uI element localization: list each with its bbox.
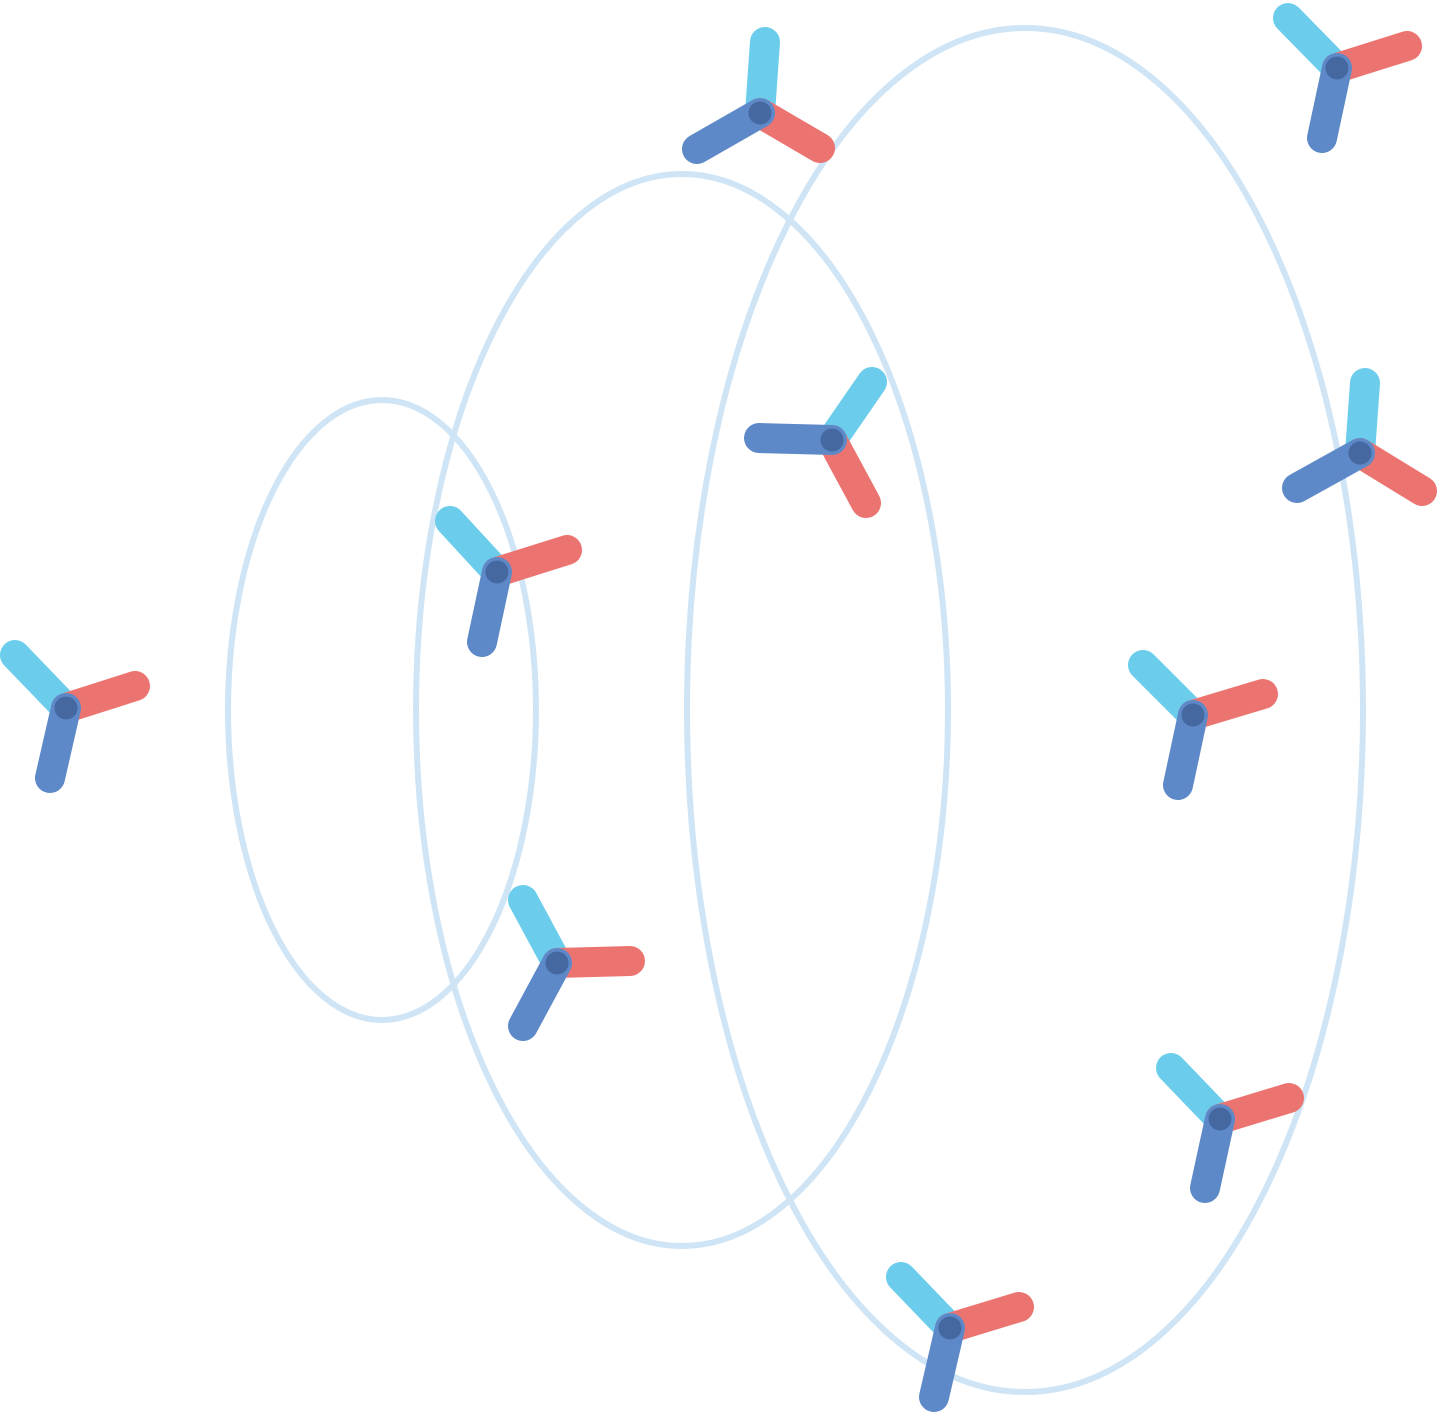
glyph-hub: [1345, 438, 1375, 468]
node-glyph: [682, 27, 835, 164]
glyph-hub: [745, 98, 775, 128]
glyph-hub: [1205, 1104, 1235, 1134]
glyph-hub: [51, 693, 81, 723]
glyph-hub: [1322, 53, 1352, 83]
ring-ellipse-1: [225, 397, 539, 1023]
ring-ellipse-3: [684, 25, 1366, 1395]
glyph-hub: [1178, 700, 1208, 730]
node-glyph: [886, 1262, 1034, 1412]
node-glyph: [1273, 3, 1422, 153]
rings-layer: [225, 25, 1366, 1395]
ring-ellipse-2: [413, 171, 951, 1249]
node-glyph: [1282, 368, 1437, 506]
glyphs-layer: [0, 3, 1437, 1412]
glyph-hub: [935, 1313, 965, 1343]
glyph-hub: [817, 425, 847, 455]
node-glyph: [508, 885, 645, 1041]
node-glyph: [1128, 650, 1278, 800]
node-glyph: [1156, 1053, 1304, 1203]
glyph-hub: [482, 557, 512, 587]
node-glyph: [744, 367, 887, 518]
node-glyph: [435, 506, 582, 657]
node-glyph: [0, 640, 150, 793]
glyph-hub: [542, 948, 572, 978]
